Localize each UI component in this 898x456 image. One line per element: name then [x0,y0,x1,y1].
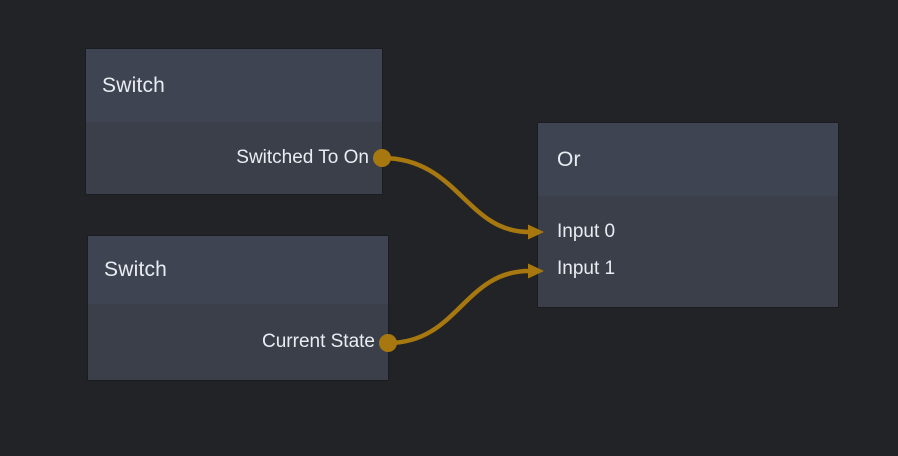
node-or-1-header[interactable]: Or [538,123,838,196]
input-port-input-1[interactable]: Input 1 [557,257,616,279]
output-port-current-state[interactable]: Current State [262,331,375,352]
node-or-1-body: Input 0 Input 1 [538,196,838,307]
node-switch-2[interactable]: Switch Current State [88,236,388,380]
node-switch-1-header[interactable]: Switch [86,49,382,122]
connection-wire-current-state-to-input-1[interactable] [385,268,532,346]
connection-wire-switched-to-on-to-input-0[interactable] [379,155,532,235]
output-port-switched-to-on[interactable]: Switched To On [236,147,369,168]
node-switch-1[interactable]: Switch Switched To On [86,49,382,194]
node-title: Switch [102,73,166,97]
node-or-1[interactable]: Or Input 0 Input 1 [538,123,838,307]
node-switch-1-body: Switched To On [86,122,382,194]
node-switch-2-header[interactable]: Switch [88,236,388,304]
input-port-input-0[interactable]: Input 0 [557,220,616,242]
node-title: Or [557,147,581,171]
node-title: Switch [104,258,168,281]
node-switch-2-body: Current State [88,304,388,380]
